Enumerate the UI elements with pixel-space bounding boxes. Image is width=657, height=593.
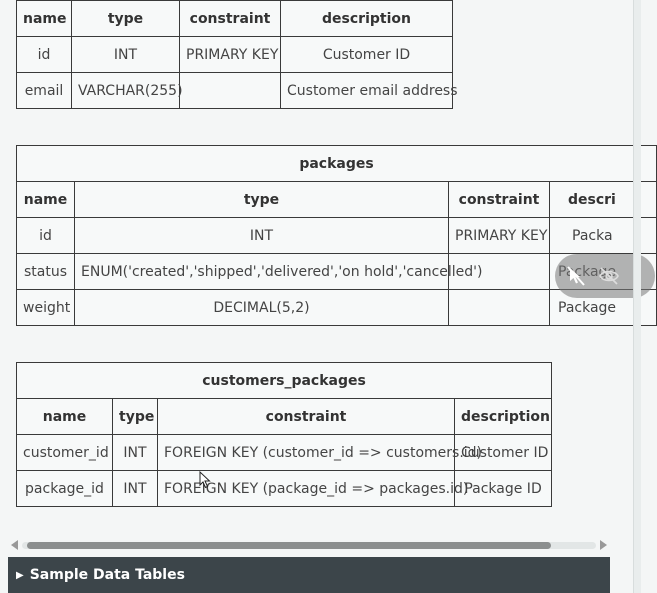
table-cell: FOREIGN KEY (customer_id => customers.id… bbox=[157, 434, 482, 471]
page: name type constraint description id INT … bbox=[8, 0, 657, 593]
table-cell: Customer ID bbox=[453, 434, 553, 471]
packages-table-viewport: packages name type constraint descri id … bbox=[16, 145, 657, 326]
table-row: email VARCHAR(255) Customer email addres… bbox=[16, 72, 458, 109]
packages-table: packages name type constraint descri id … bbox=[16, 145, 657, 326]
column-header: type bbox=[112, 398, 158, 435]
table-cell: PRIMARY KEY bbox=[179, 36, 281, 73]
column-header: type bbox=[71, 0, 180, 37]
table-header-row: name type constraint description bbox=[16, 398, 553, 435]
scroll-left-arrow-icon[interactable] bbox=[11, 540, 18, 550]
table-cell: customer_id bbox=[16, 434, 113, 471]
table-cell: ENUM('created','shipped','delivered','on… bbox=[74, 253, 482, 290]
table-header-row: name type constraint descri bbox=[16, 181, 657, 218]
column-header: name bbox=[16, 398, 113, 435]
sample-data-tables-toggle[interactable]: ▶ Sample Data Tables bbox=[8, 557, 610, 593]
table-cell: Package ID bbox=[453, 470, 553, 507]
table-cell: DECIMAL(5,2) bbox=[74, 289, 449, 326]
cursor-off-icon[interactable] bbox=[567, 266, 585, 286]
table-header-row: name type constraint description bbox=[16, 0, 453, 37]
scroll-right-arrow-icon[interactable] bbox=[600, 540, 607, 550]
mouse-pointer-icon bbox=[199, 470, 211, 489]
scroll-thumb[interactable] bbox=[27, 542, 551, 549]
table-cell: INT bbox=[74, 217, 449, 254]
table-cell bbox=[448, 289, 550, 326]
table-cell: PRIMARY KEY bbox=[448, 217, 550, 254]
table-row: package_id INT FOREIGN KEY (package_id =… bbox=[16, 470, 553, 507]
table-cell: email bbox=[16, 72, 72, 109]
table-row: id INT PRIMARY KEY Customer ID bbox=[16, 36, 453, 73]
table-cell: package_id bbox=[16, 470, 113, 507]
customers-packages-table: customers_packages name type constraint … bbox=[15, 362, 553, 507]
table-row: id INT PRIMARY KEY Packa bbox=[16, 217, 657, 254]
table-row: weight DECIMAL(5,2) Package bbox=[16, 289, 657, 326]
column-header: name bbox=[16, 181, 75, 218]
column-header: description bbox=[453, 398, 553, 435]
table-cell: status bbox=[16, 253, 75, 290]
table-cell: INT bbox=[112, 434, 158, 471]
table-title: packages bbox=[16, 145, 657, 182]
details-label: Sample Data Tables bbox=[29, 567, 185, 583]
table-cell bbox=[179, 72, 281, 109]
table-title: customers_packages bbox=[15, 362, 553, 399]
table-cell: id bbox=[16, 217, 75, 254]
column-header: constraint bbox=[157, 398, 455, 435]
column-header: type bbox=[74, 181, 449, 218]
column-header: constraint bbox=[448, 181, 550, 218]
customers-table: name type constraint description id INT … bbox=[16, 0, 458, 109]
table-cell: weight bbox=[16, 289, 75, 326]
vertical-scrollbar[interactable] bbox=[633, 0, 641, 593]
table-cell: Customer email address bbox=[280, 72, 458, 109]
table-title-row: customers_packages bbox=[15, 362, 553, 399]
horizontal-scrollbar[interactable] bbox=[8, 538, 610, 552]
column-header: constraint bbox=[179, 0, 281, 37]
table-title-row: packages bbox=[16, 145, 657, 182]
table-row: customer_id INT FOREIGN KEY (customer_id… bbox=[16, 434, 553, 471]
table-cell: FOREIGN KEY (package_id => packages.id) bbox=[157, 470, 468, 507]
table-cell: VARCHAR(255) bbox=[71, 72, 183, 109]
eye-off-icon[interactable] bbox=[599, 267, 619, 285]
table-cell: INT bbox=[71, 36, 180, 73]
table-cell: INT bbox=[112, 470, 158, 507]
disclosure-triangle-icon: ▶ bbox=[16, 569, 24, 581]
column-header: name bbox=[16, 0, 72, 37]
table-cell: id bbox=[16, 36, 72, 73]
